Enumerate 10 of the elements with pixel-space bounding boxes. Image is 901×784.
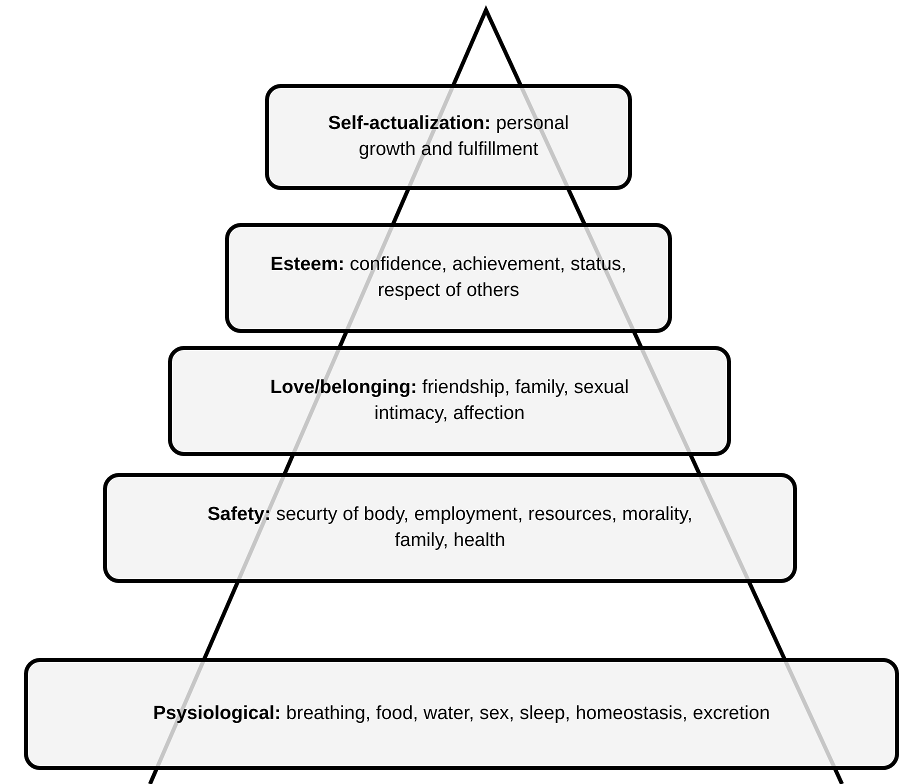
level-box: [265, 84, 632, 190]
level-description: Psysiological: breathing, food, water, sex, sleep, homeostasis, excretion: [153, 702, 770, 726]
level-description: Love/belonging: friendship, family, sexual intimacy, affection: [269, 376, 630, 426]
level-box: [24, 658, 899, 770]
level-box: [225, 223, 672, 333]
level-description: Safety: securty of body, employment, resources, morality, family, health: [206, 503, 694, 553]
level-description: Self-actualization: personal growth and fulfillment: [327, 112, 570, 162]
level-description: Esteem: confidence, achievement, status, respect of others: [270, 253, 628, 303]
level-box: [168, 346, 731, 456]
level-box: [103, 473, 797, 583]
